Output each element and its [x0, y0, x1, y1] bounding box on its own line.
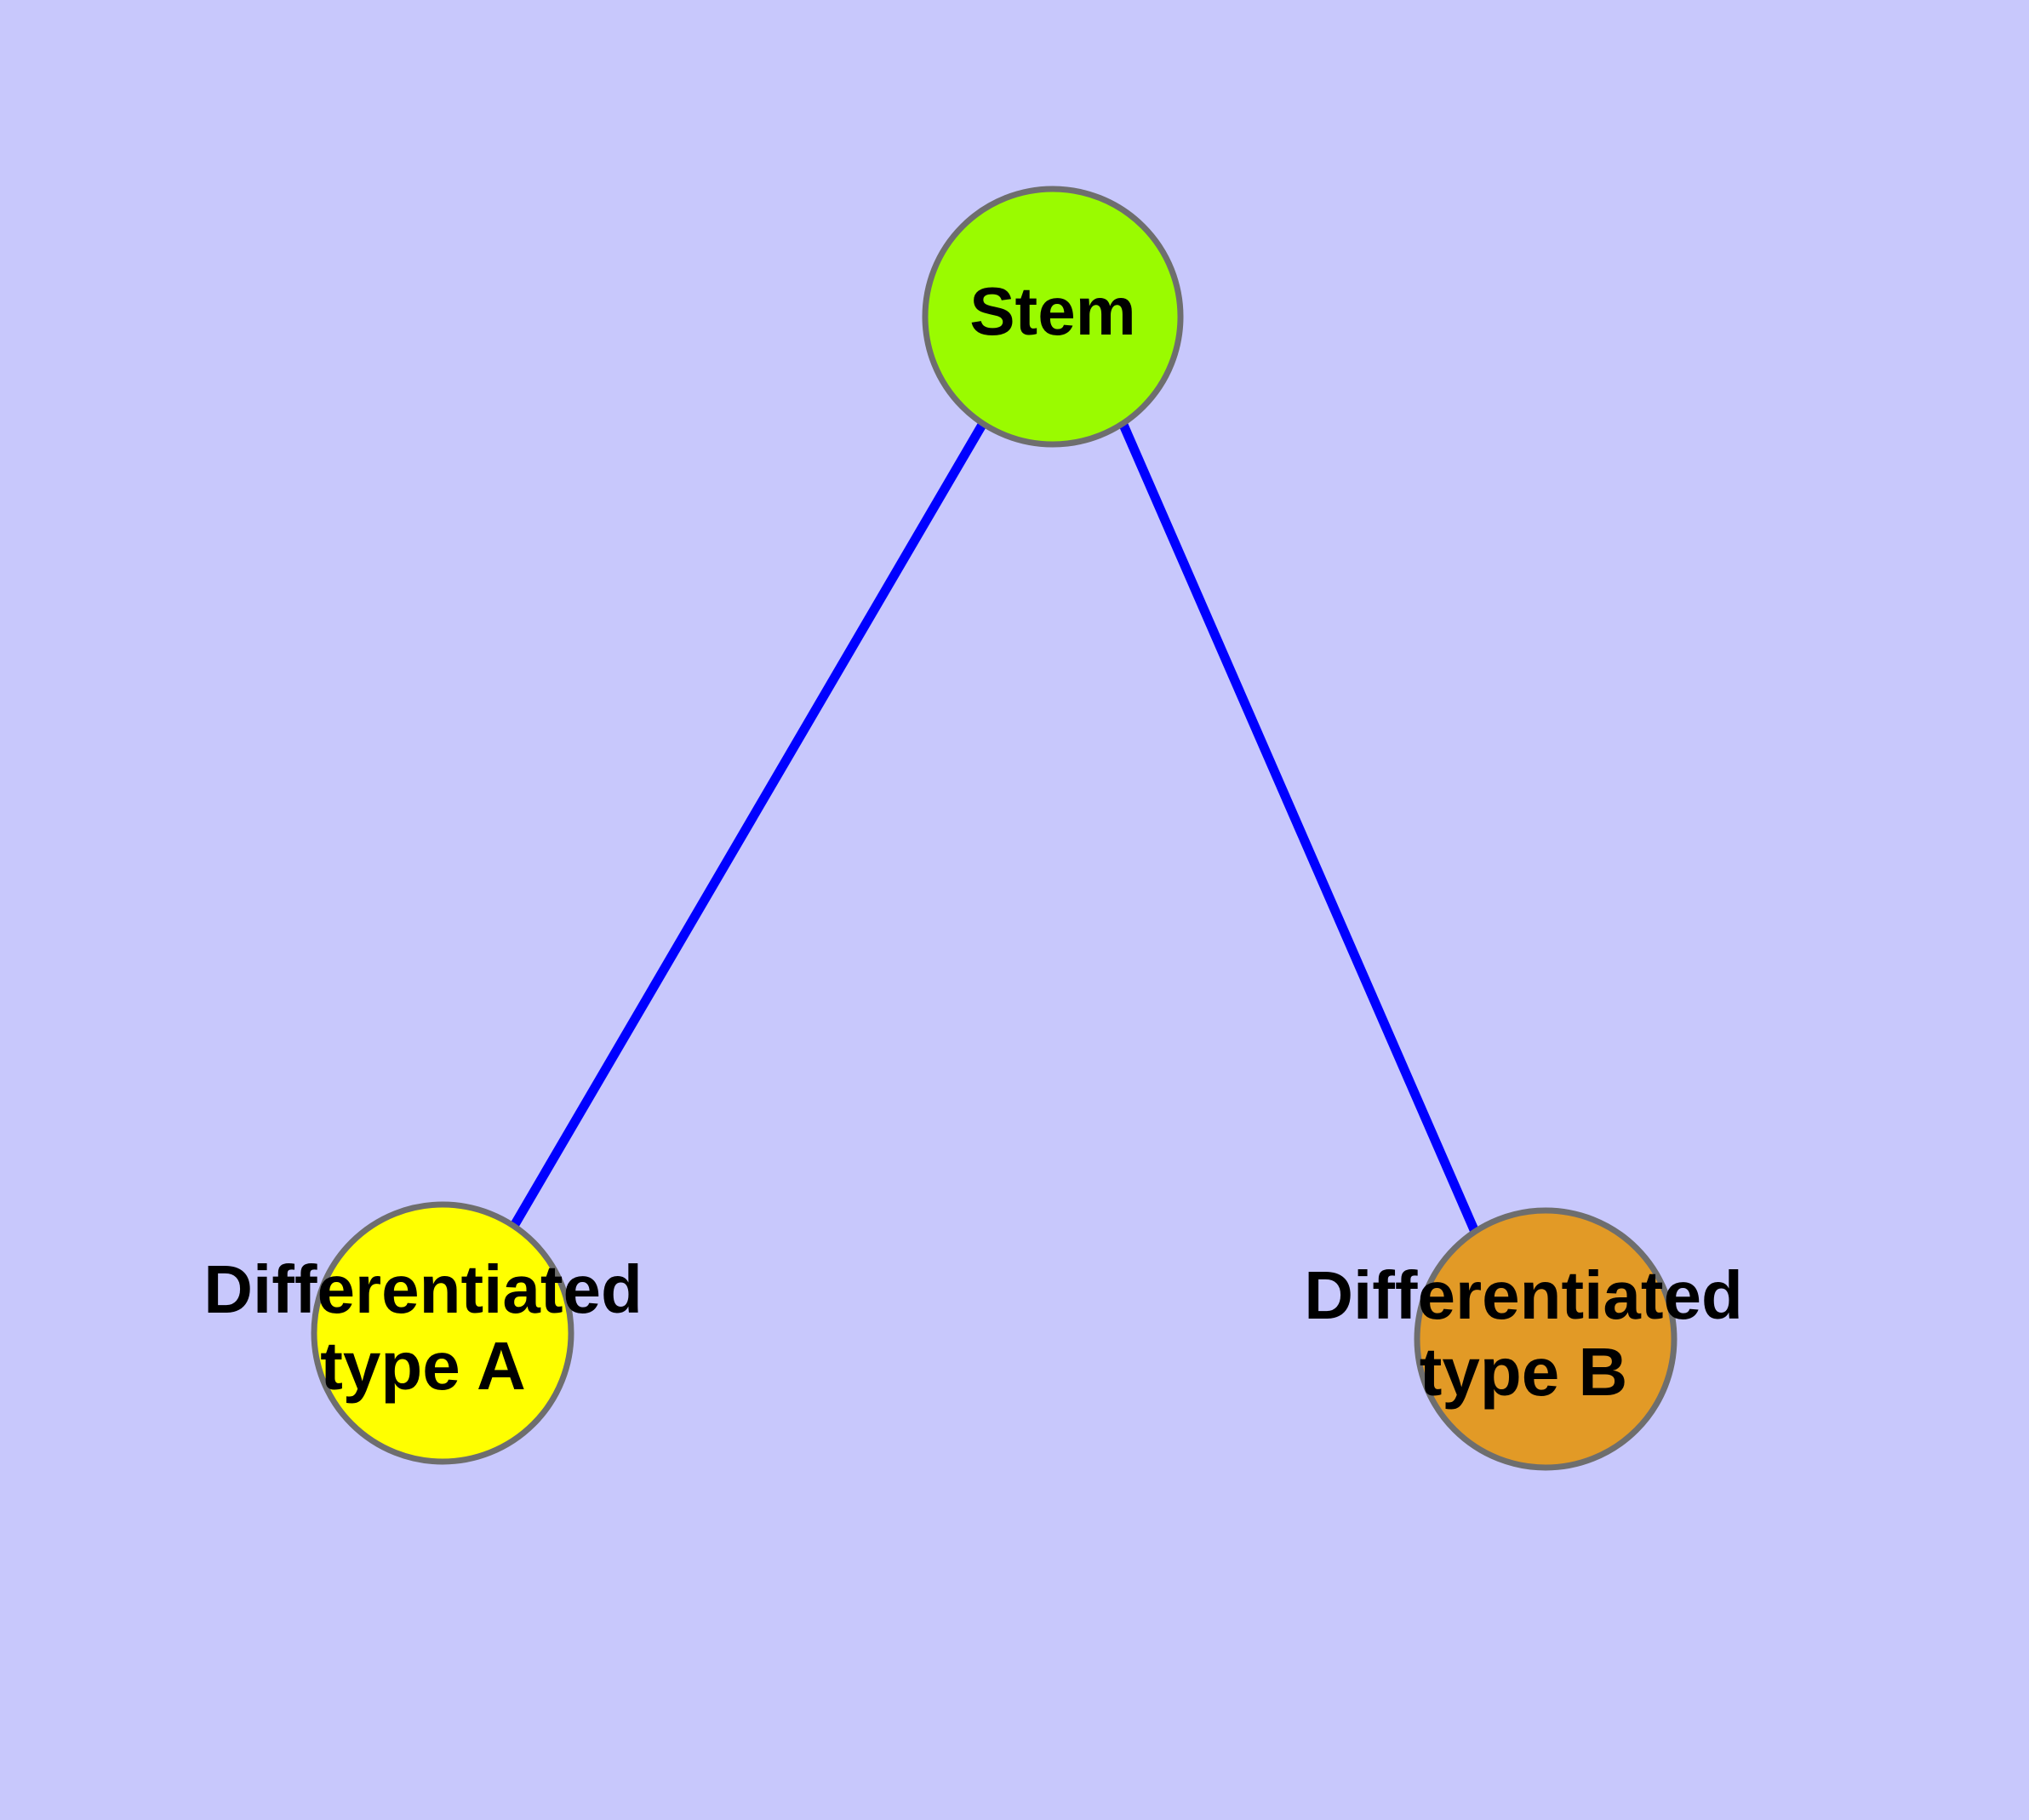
edge-stem-to-diff-a[interactable] [510, 422, 986, 1228]
node-label-stem: Stem [969, 273, 1136, 349]
node-label-line: Differentiated [1304, 1257, 1743, 1333]
node-stem[interactable] [922, 186, 1184, 448]
nodes-layer [311, 186, 1677, 1471]
node-label-line: Stem [969, 273, 1136, 349]
node-label-line: Differentiated [203, 1251, 643, 1327]
node-diff-a[interactable] [311, 1201, 574, 1465]
edge-stem-to-diff-b[interactable] [1118, 422, 1480, 1234]
node-label-line: type A [320, 1328, 526, 1404]
node-label-line: type B [1420, 1334, 1628, 1410]
edges-layer [510, 422, 1480, 1234]
node-diff-b[interactable] [1414, 1207, 1677, 1471]
